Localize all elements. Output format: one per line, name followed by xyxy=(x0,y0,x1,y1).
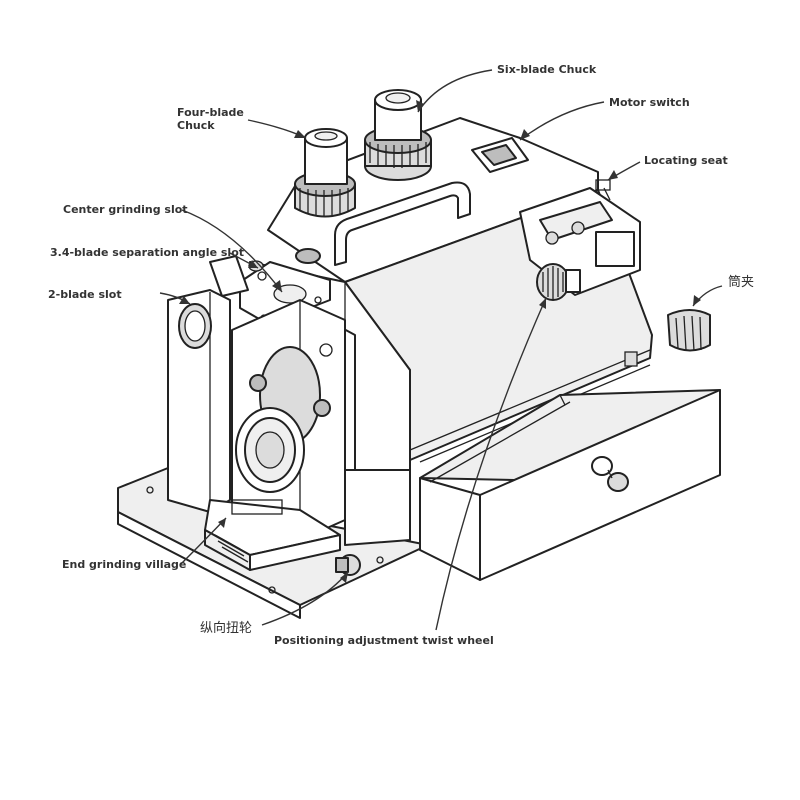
carry-handle xyxy=(334,181,471,266)
label-positioning-adjustment-twist-wheel: Positioning adjustment twist wheel xyxy=(274,634,494,647)
motor-switch-rocker xyxy=(471,137,529,173)
center-column xyxy=(231,299,346,541)
label-two-blade-slot: 2-blade slot xyxy=(48,288,122,301)
label-end-grinding-village: End grinding village xyxy=(62,558,187,571)
label-locating-seat: Locating seat xyxy=(644,154,728,167)
leader-lines xyxy=(159,69,723,631)
label-four-blade-chuck: Four-blade Chuck xyxy=(177,106,244,132)
two-blade-column xyxy=(167,289,231,513)
label-center-grinding-slot: Center grinding slot xyxy=(63,203,188,216)
collet-part xyxy=(667,309,711,352)
end-grinding-carriage xyxy=(204,499,361,576)
six-blade-chuck-drawing xyxy=(364,89,432,181)
drawer xyxy=(419,389,721,581)
label-motor-switch: Motor switch xyxy=(609,96,690,109)
label-longitudinal-twist-wheel: 纵向扭轮 xyxy=(200,621,253,636)
label-collet: 筒夹 xyxy=(728,275,755,290)
four-blade-chuck-drawing xyxy=(294,128,356,218)
label-six-blade-chuck: Six-blade Chuck xyxy=(497,63,597,76)
label-separation-angle-slot: 3.4-blade separation angle slot xyxy=(50,246,245,259)
positioning-twist-wheel xyxy=(536,263,581,301)
